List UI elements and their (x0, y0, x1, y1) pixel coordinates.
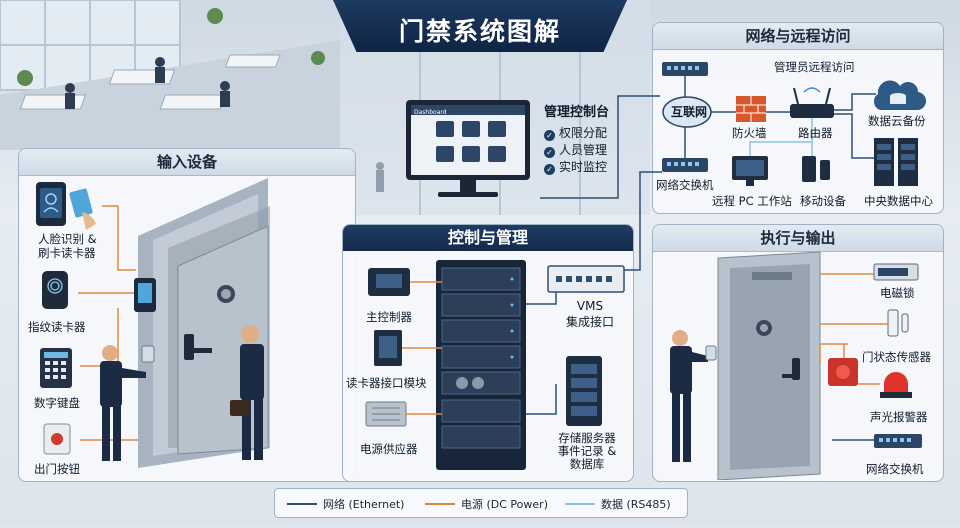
input-item-label-1: 人脸识别 & 刷卡读卡器 (38, 232, 97, 260)
alarm-siren-icon (828, 358, 912, 398)
output-panel-art (670, 251, 922, 480)
input-item-label-2: 指纹读卡器 (28, 320, 86, 334)
control-item-label-1: 主控制器 (366, 310, 412, 324)
console-feature-1-text: 权限分配 (559, 126, 608, 140)
network-firewall-label: 防火墙 (732, 126, 767, 140)
check-icon: ✓ (544, 164, 555, 175)
input-panel-art (36, 178, 270, 468)
control-item-label-3: 电源供应器 (360, 442, 418, 456)
console-screen-title: Dashboard (414, 109, 447, 116)
magnetic-lock-icon (873, 263, 919, 281)
management-console-monitor (406, 100, 530, 197)
legend-power-line (425, 503, 455, 505)
console-feature-2: ✓ 人员管理 (544, 143, 607, 158)
network-switch-label: 网络交换机 (656, 178, 714, 192)
input-panel-title: 输入设备 (19, 149, 355, 176)
pc-workstation-icon (732, 156, 768, 186)
check-icon: ✓ (544, 130, 555, 141)
cloud-icon (873, 80, 927, 111)
keypad-icon (40, 348, 72, 388)
output-panel-title: 执行与输出 (653, 225, 943, 252)
datacenter-icon (874, 138, 918, 186)
reader-module-icon (374, 330, 402, 366)
network-panel-art (662, 62, 927, 186)
network-mobile-label: 移动设备 (800, 194, 846, 208)
router-icon (790, 87, 834, 118)
vms-interface-icon (547, 265, 625, 293)
console-feature-1: ✓ 权限分配 (544, 126, 607, 141)
network-cloud-label: 数据云备份 (868, 114, 926, 128)
network-panel-title: 网络与远程访问 (653, 23, 943, 50)
output-item-label-2: 门状态传感器 (862, 350, 931, 364)
network-switch-icon (662, 158, 708, 172)
control-panel-title: 控制与管理 (343, 225, 633, 251)
face-recognition-icon (36, 182, 96, 230)
network-pc-label: 远程 PC 工作站 (712, 194, 792, 208)
exit-button-icon (43, 423, 71, 455)
console-feature-3-text: 实时监控 (559, 160, 608, 174)
controller-icon (368, 268, 410, 296)
page-title: 门禁系统图解 (398, 17, 561, 46)
title-banner (333, 0, 627, 52)
door-sensor-icon (887, 309, 909, 337)
control-item-label-2: 读卡器接口模块 (346, 376, 427, 390)
fingerprint-icon (42, 271, 68, 309)
firewall-icon (736, 96, 766, 122)
network-internet-label: 互联网 (671, 105, 708, 119)
legend: 网络 (Ethernet) 电源 (DC Power) 数据 (RS485) (274, 488, 688, 518)
control-item-label-5: 存储服务器 事件记录 & 数据库 (557, 431, 617, 471)
network-admin-remote-label: 管理员远程访问 (774, 60, 855, 74)
network-datacenter-label: 中央数据中心 (864, 194, 933, 208)
legend-data: 数据 (RS485) (601, 498, 671, 511)
storage-server-icon (566, 356, 602, 426)
legend-ethernet-line (287, 503, 317, 505)
output-item-label-1: 电磁锁 (880, 286, 915, 300)
network-switch-icon (662, 62, 708, 76)
check-icon: ✓ (544, 147, 555, 158)
output-item-label-3: 声光报警器 (870, 410, 928, 424)
console-feature-2-text: 人员管理 (559, 143, 608, 157)
control-item-label-4: VMS 集成接口 (565, 299, 614, 329)
console-feature-3: ✓ 实时监控 (544, 160, 607, 175)
control-panel-art (365, 260, 625, 470)
console-title: 管理控制台 (544, 105, 610, 120)
mobile-device-icon (802, 156, 830, 182)
output-item-label-4: 网络交换机 (866, 462, 924, 476)
input-item-label-4: 出门按钮 (34, 462, 80, 476)
network-router-label: 路由器 (798, 126, 833, 140)
network-switch-icon (874, 434, 922, 448)
input-item-label-3: 数字键盘 (34, 396, 80, 410)
legend-power: 电源 (DC Power) (461, 498, 548, 511)
legend-data-line (565, 503, 595, 505)
legend-ethernet: 网络 (Ethernet) (323, 498, 405, 511)
